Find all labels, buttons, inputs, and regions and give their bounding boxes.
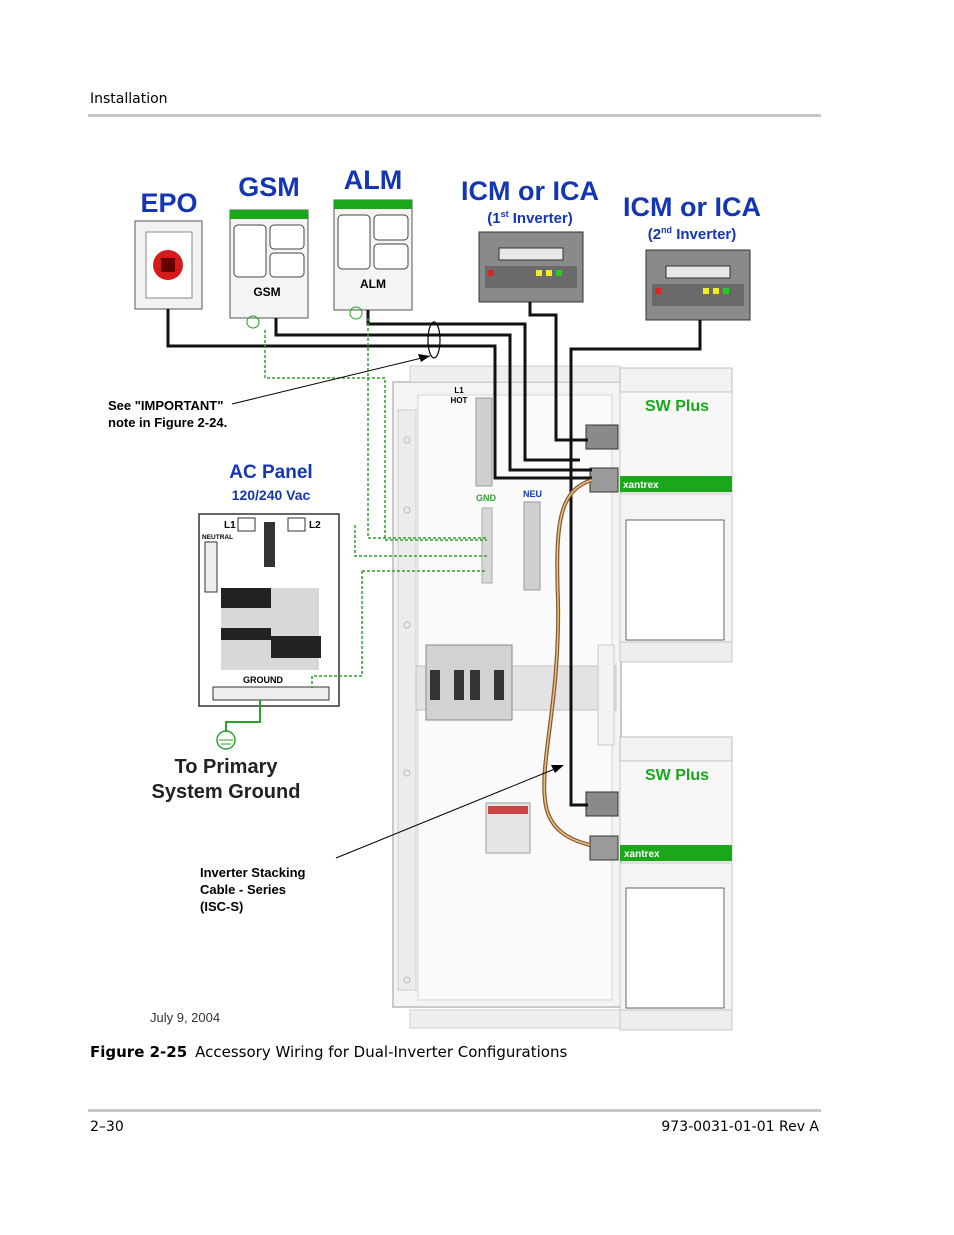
running-header: Installation — [90, 91, 168, 107]
ac-panel-title: AC Panel — [229, 462, 312, 483]
stacking-cable — [542, 478, 593, 847]
footer-rule — [88, 1109, 821, 1112]
l1-hot-label-1: L1 — [454, 386, 464, 395]
xantrex-2-label: xantrex — [624, 849, 660, 860]
stacking-label-line1: Inverter Stacking — [200, 865, 306, 880]
ac-l2-label: L2 — [309, 520, 321, 531]
primary-ground-line2: System Ground — [152, 781, 301, 803]
sw-plus-2-label: SW Plus — [645, 767, 709, 784]
figure-date: July 9, 2004 — [150, 1010, 220, 1025]
alm-device — [333, 199, 413, 320]
epo-label: EPO — [140, 188, 197, 218]
neu-label: NEU — [523, 489, 542, 499]
alm-device-label: ALM — [360, 277, 386, 291]
alm-label: ALM — [344, 165, 402, 195]
distribution-panel — [392, 365, 622, 1029]
ground-wires — [264, 318, 487, 688]
ac-panel-box — [198, 513, 340, 707]
primary-ground-line1: To Primary — [175, 756, 279, 778]
xantrex-1-label: xantrex — [623, 480, 659, 491]
icm2-device — [645, 249, 751, 321]
ac-panel-voltage: 120/240 Vac — [232, 487, 311, 503]
stacking-label-line2: Cable - Series — [200, 882, 286, 897]
sw-plus-1-label: SW Plus — [645, 398, 709, 415]
figure-caption-number: Figure 2-25 — [90, 1043, 188, 1061]
l1-hot-label-2: HOT — [451, 396, 468, 405]
icm2-title: ICM or ICA — [623, 192, 761, 222]
gsm-device-label: GSM — [253, 285, 280, 299]
important-note-line2: note in Figure 2-24. — [108, 415, 227, 430]
figure-caption: Figure 2-25 Accessory Wiring for Dual-Inv… — [90, 1043, 567, 1061]
figure-caption-text: Accessory Wiring for Dual-Inverter Confi… — [195, 1043, 568, 1061]
gnd-label: GND — [476, 493, 497, 503]
ground-symbol-icon — [216, 730, 236, 750]
inverter-1 — [619, 367, 733, 663]
icm1-device — [478, 231, 584, 303]
epo-device — [134, 220, 203, 310]
stacking-label-line3: (ISC-S) — [200, 899, 243, 914]
document-id: 973-0031-01-01 Rev A — [661, 1119, 819, 1135]
icm2-subtitle: (2nd Inverter) — [648, 225, 737, 243]
page-number: 2–30 — [90, 1119, 124, 1135]
ac-ground-label: GROUND — [243, 675, 283, 685]
header-rule — [88, 114, 821, 117]
gsm-label: GSM — [238, 172, 300, 202]
ac-l1-label: L1 — [224, 520, 236, 531]
important-note-line1: See "IMPORTANT" — [108, 398, 223, 413]
ac-neutral-label: NEUTRAL — [202, 534, 233, 541]
icm1-subtitle: (1st Inverter) — [487, 209, 573, 227]
gsm-device — [229, 209, 309, 329]
icm1-title: ICM or ICA — [461, 176, 599, 206]
inverter-2 — [619, 736, 733, 1031]
